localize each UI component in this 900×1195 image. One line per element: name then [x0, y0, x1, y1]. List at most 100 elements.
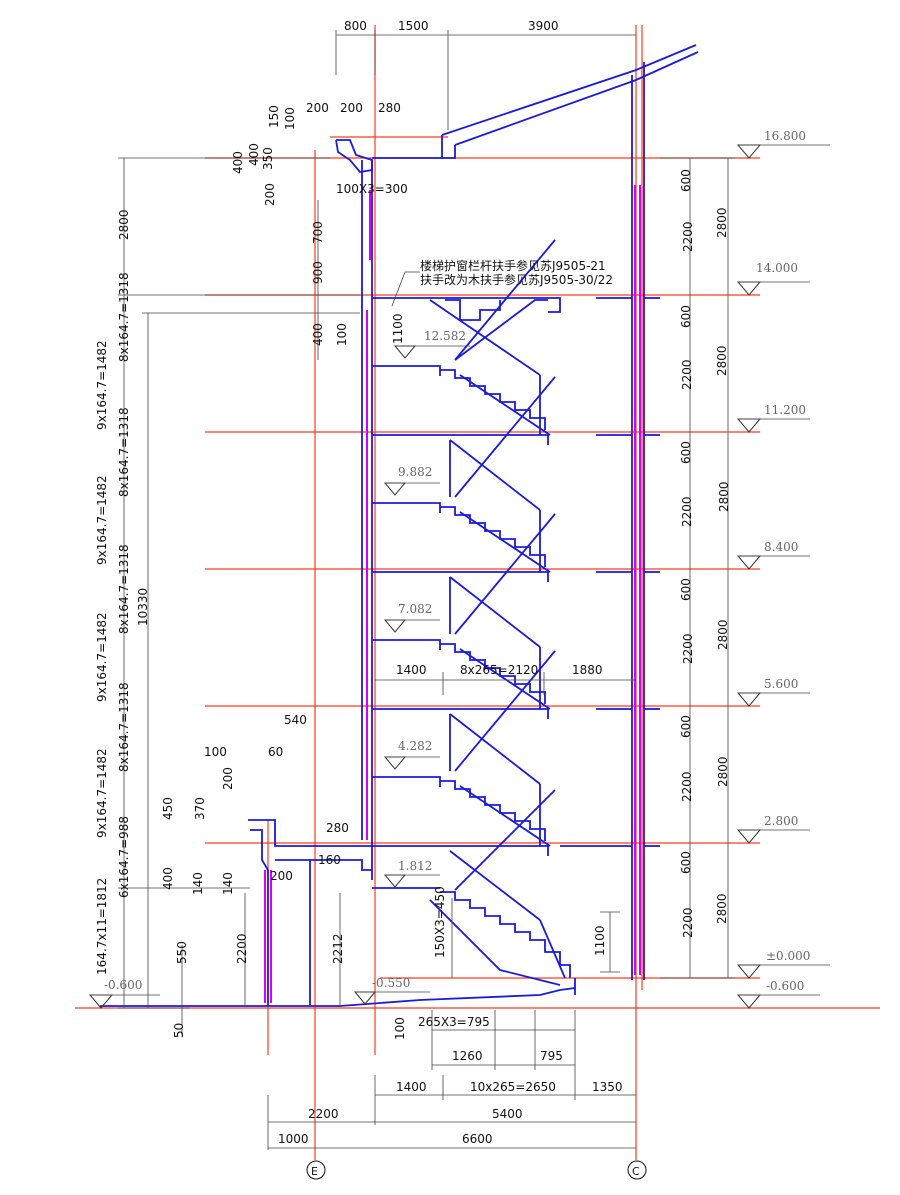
level-label: 1.812 [398, 859, 432, 873]
dim-label: 600 [679, 578, 693, 601]
railings [264, 185, 641, 1003]
landing-level-markers [88, 345, 470, 1009]
grid-lines [75, 25, 880, 1160]
stair-dimension-labels: 1100 1100 150X3=450 [391, 313, 607, 958]
dim-label: 5400 [492, 1107, 523, 1121]
dim-label: 2200 [680, 359, 694, 390]
dim-label: 8x164.7=1318 [117, 407, 131, 497]
top-dimension-labels: 800 1500 3900 [344, 19, 559, 33]
dim-label: 100 [204, 745, 227, 759]
roof-dimension-labels: 150 100 200 200 280 400 400 350 200 100X… [231, 101, 408, 206]
dim-label: 9x164.7=1482 [95, 340, 109, 430]
dim-label: 1260 [452, 1049, 483, 1063]
level-label: 11.200 [764, 403, 806, 417]
dim-label: 100 [283, 107, 297, 130]
dim-label: 1350 [592, 1080, 623, 1094]
dim-label: 2800 [715, 345, 729, 376]
dim-label: 600 [679, 715, 693, 738]
dim-label: 160 [318, 853, 341, 867]
dim-label: 2200 [680, 771, 694, 802]
dim-label: 6600 [462, 1132, 493, 1146]
level-label: 12.582 [424, 329, 466, 343]
dim-label: 400 [161, 867, 175, 890]
dim-label: 2200 [681, 221, 695, 252]
dim-label: 9x164.7=1482 [95, 475, 109, 565]
dim-label: 2800 [717, 481, 731, 512]
dim-label: 60 [268, 745, 283, 759]
left-vertical-labels: 2800 8x164.7=1318 9x164.7=1482 8x164.7=1… [95, 209, 150, 975]
dim-label: 400 [231, 151, 245, 174]
dim-label: 900 [311, 261, 325, 284]
dim-label: 10x265=2650 [470, 1080, 556, 1094]
dim-label: 50 [172, 1023, 186, 1038]
axis-label-e: E [311, 1165, 318, 1178]
right-dimension-labels: 600 2200 2800 600 2200 2800 600 2200 280… [679, 169, 731, 938]
dim-label: 100 [335, 323, 349, 346]
note-line-2: 扶手改为木扶手参见苏J9505-30/22 [420, 272, 613, 287]
dim-label: 280 [326, 821, 349, 835]
dim-label: 1500 [398, 19, 429, 33]
stair-flights [429, 239, 571, 986]
dim-label: 140 [191, 872, 205, 895]
dim-label: 2800 [117, 209, 131, 240]
axis-label-c: C [632, 1165, 640, 1178]
axis-bubbles [306, 1160, 647, 1180]
dim-label: 8x164.7=1318 [117, 272, 131, 362]
floor-level-labels: 16.800 14.000 11.200 8.400 5.600 2.800 ±… [756, 129, 810, 993]
dim-label: 140 [221, 872, 235, 895]
dim-label: 400 [311, 323, 325, 346]
middle-dimension-labels: 1400 8x265=2120 1880 [396, 663, 603, 677]
dim-label: 2212 [331, 933, 345, 964]
level-label: 4.282 [398, 739, 432, 753]
dim-label: 450 [161, 797, 175, 820]
dim-label: 8x265=2120 [460, 663, 538, 677]
level-label: 16.800 [764, 129, 806, 143]
level-label: 5.600 [764, 677, 798, 691]
dim-label: 200 [263, 183, 277, 206]
dim-label: 600 [679, 169, 693, 192]
dim-label: 700 [311, 221, 325, 244]
level-label: 2.800 [764, 814, 798, 828]
dim-label: 265X3=795 [418, 1015, 490, 1029]
dim-label: 3900 [528, 19, 559, 33]
dim-label: 100 [393, 1017, 407, 1040]
level-label: 8.400 [764, 540, 798, 554]
dim-label: 2800 [715, 207, 729, 238]
dim-label: 2200 [308, 1107, 339, 1121]
dim-label: 795 [540, 1049, 563, 1063]
note-line-1: 楼梯护窗栏杆扶手参见苏J9505-21 [420, 258, 606, 273]
dim-label: 1400 [396, 1080, 427, 1094]
bottom-dimension-labels: 100 265X3=795 1260 795 1400 10x265=2650 … [278, 1015, 623, 1146]
dimension-lines [118, 30, 735, 1150]
landing-level-labels: 12.582 9.882 7.082 4.282 1.812 -0.550 -0… [104, 329, 466, 992]
dim-label: 150X3=450 [433, 886, 447, 958]
dim-label: 200 [306, 101, 329, 115]
dim-label: 2800 [715, 893, 729, 924]
level-label: ±0.000 [766, 949, 810, 963]
level-label: -0.600 [104, 978, 142, 992]
axis-labels: E C [311, 1165, 640, 1178]
dim-label: 2200 [235, 933, 249, 964]
dim-label: 400 [247, 143, 261, 166]
level-label: -0.550 [372, 976, 410, 990]
dim-label: 8x164.7=1318 [117, 544, 131, 634]
dim-label: 200 [270, 869, 293, 883]
dim-label: 100X3=300 [336, 182, 408, 196]
dim-label: 1000 [278, 1132, 309, 1146]
dim-label: 600 [679, 305, 693, 328]
dim-label: 600 [679, 851, 693, 874]
level-label: -0.600 [766, 979, 804, 993]
dim-label: 550 [175, 941, 189, 964]
dim-label: 350 [261, 147, 275, 170]
dim-label: 1100 [391, 313, 405, 344]
right-level-markers [736, 144, 830, 1009]
structure [100, 44, 699, 1007]
dim-label: 200 [221, 767, 235, 790]
dim-label: 540 [284, 713, 307, 727]
dim-label: 280 [378, 101, 401, 115]
dim-label: 2200 [680, 496, 694, 527]
dim-label: 1880 [572, 663, 603, 677]
level-label: 14.000 [756, 261, 798, 275]
dim-label: 164.7x11=1812 [95, 878, 109, 975]
